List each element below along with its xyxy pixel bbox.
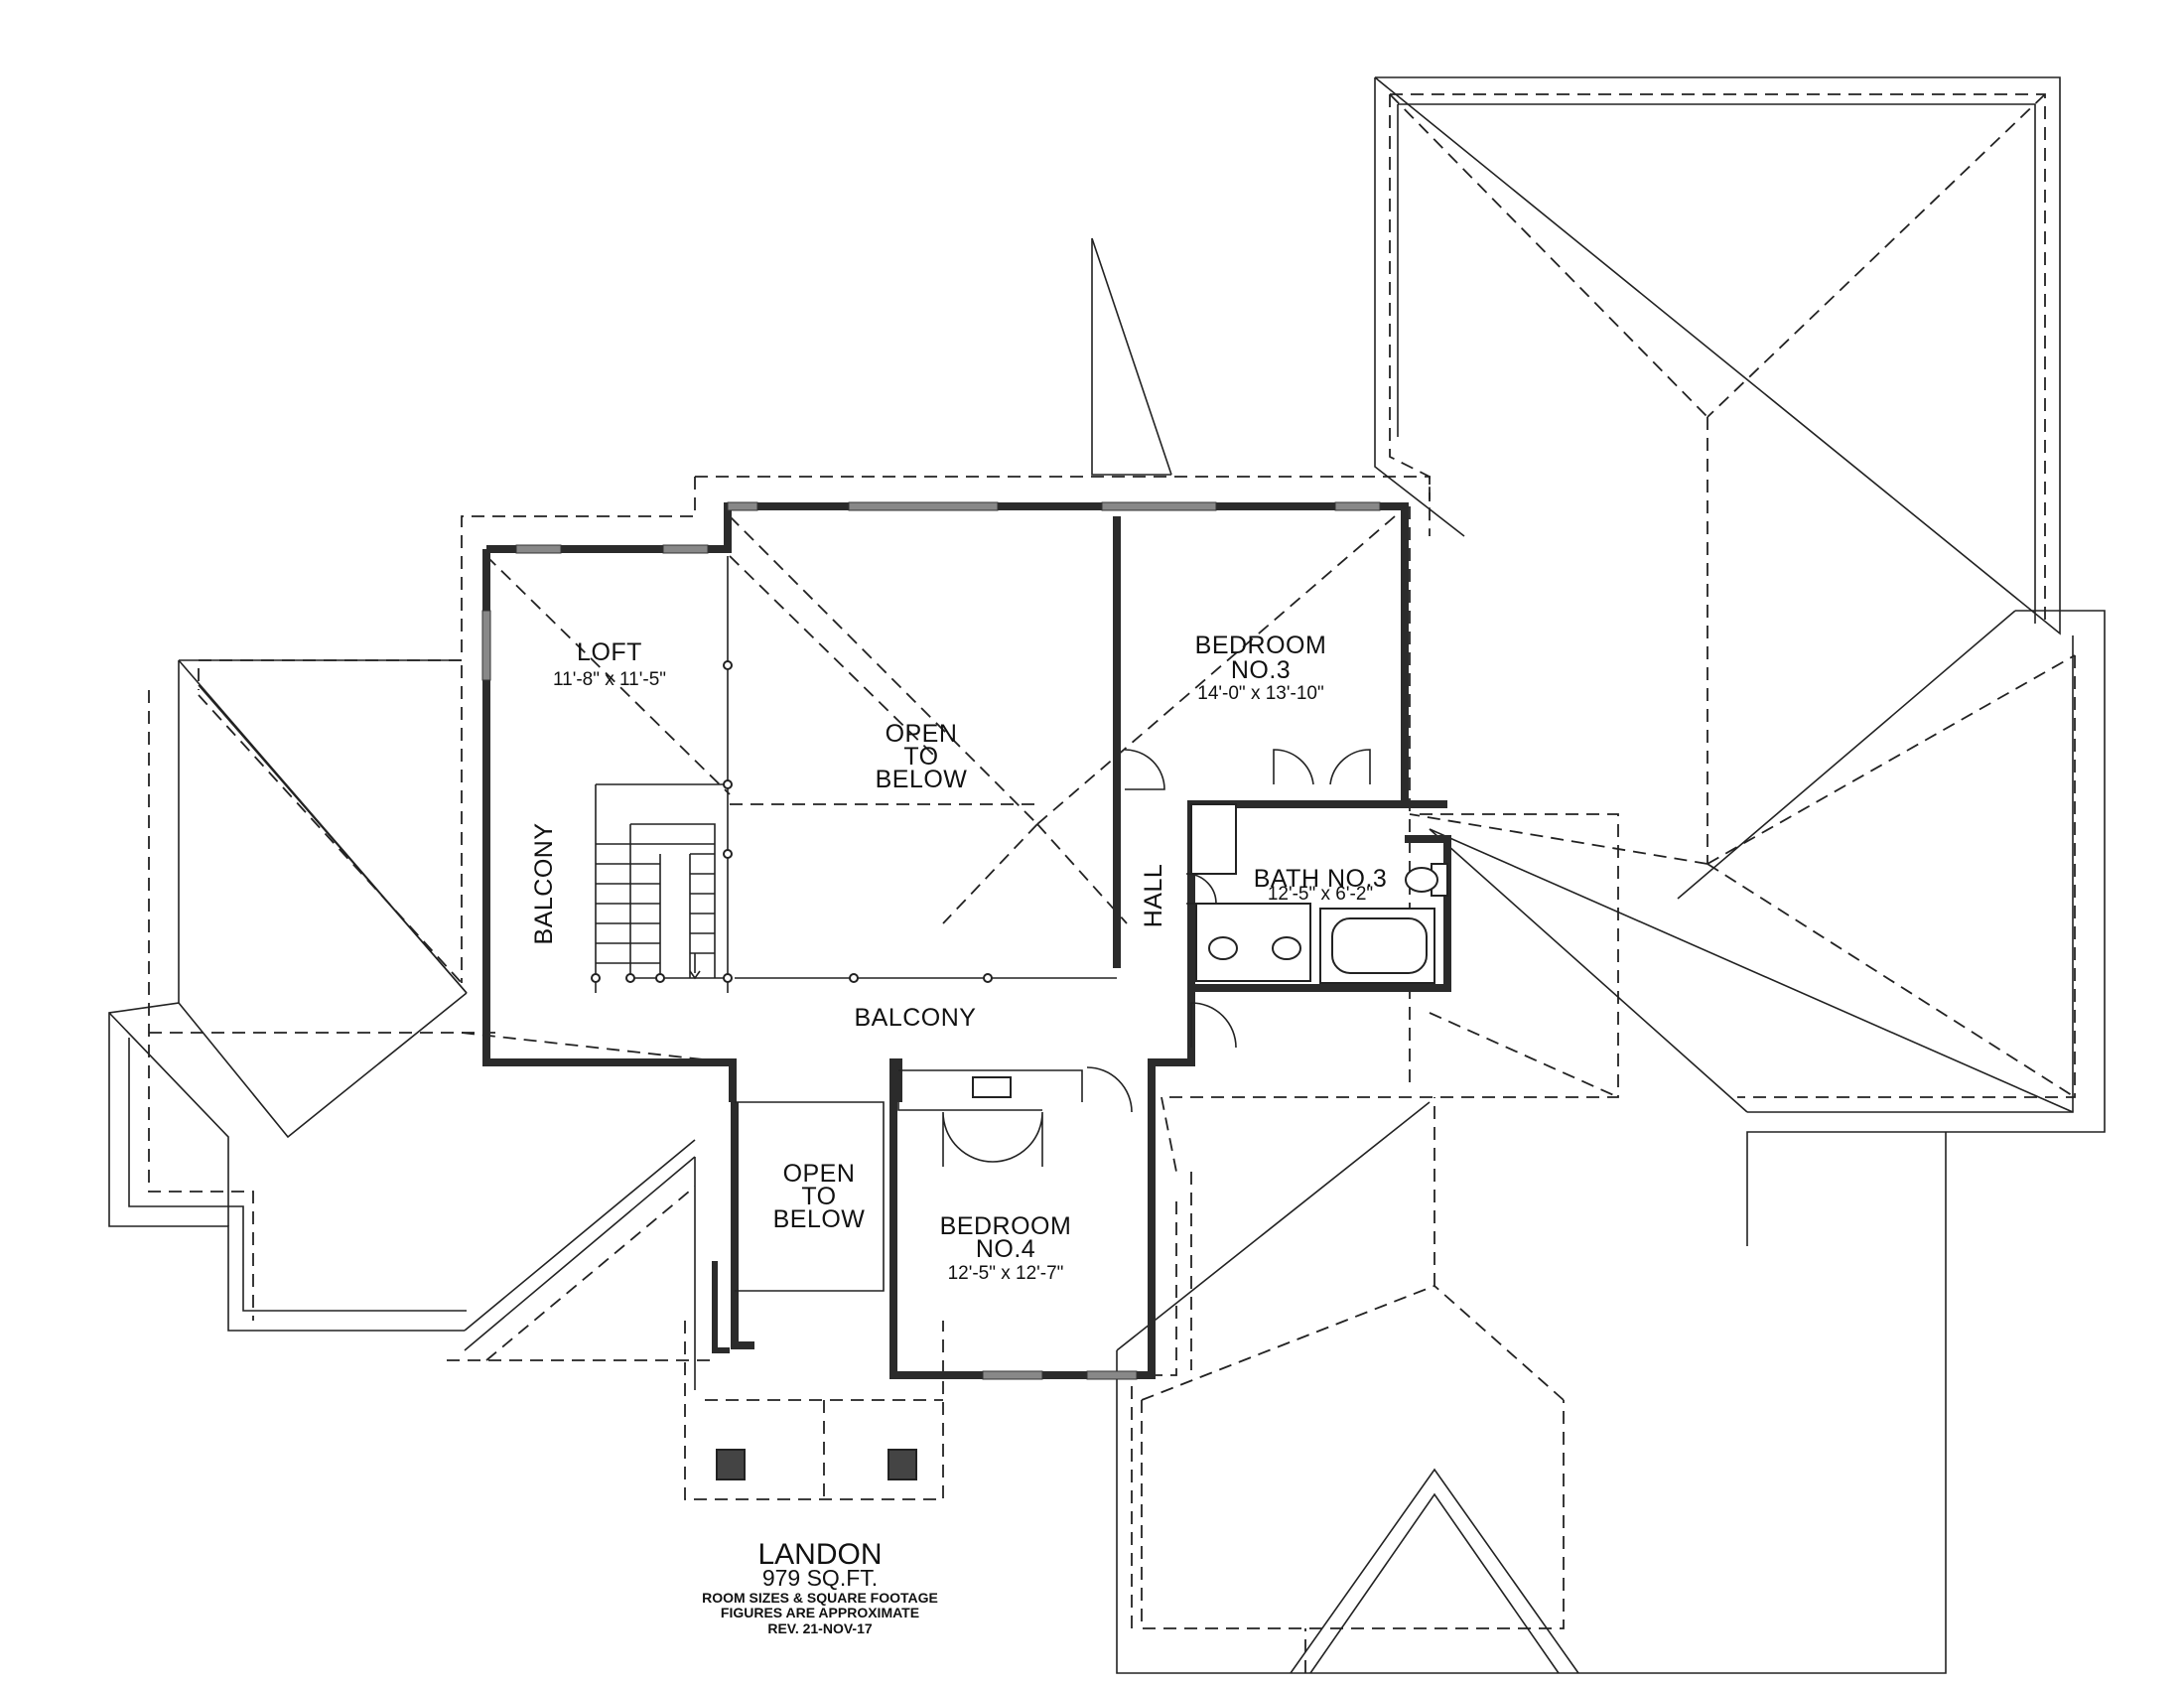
bedroom4-name-line2: NO.4 [976, 1235, 1035, 1263]
open-to-below-main-line3: BELOW [876, 766, 968, 793]
bath3-name: BATH NO.3 [1254, 865, 1388, 893]
note-line2: FIGURES ARE APPROXIMATE [721, 1605, 919, 1620]
title-block: LANDON 979 SQ.FT. ROOM SIZES & SQUARE FO… [702, 1538, 938, 1636]
open-to-below-main-line1: OPEN [886, 720, 958, 748]
open-to-below-small-line2: TO [801, 1183, 836, 1210]
balcony-vertical-label: BALCONY [530, 823, 558, 945]
open-to-below-main-label: OPEN TO BELOW [876, 720, 968, 793]
roof-lines [108, 76, 2106, 1674]
stair [596, 823, 730, 980]
bedroom3-size: 14'-0" x 13'-10" [1197, 683, 1323, 704]
bedroom3-label: BEDROOM NO.3 14'-0" x 13'-10" [1195, 632, 1327, 704]
bath3-label: BATH NO.3 12'-5" x 6'-2" [1254, 865, 1388, 905]
doors [942, 749, 1371, 1167]
bedroom4-size: 12'-5" x 12'-7" [948, 1263, 1064, 1284]
open-to-below-small-line1: OPEN [783, 1160, 856, 1188]
eave-lines [148, 93, 2076, 1673]
plan-area: 979 SQ.FT. [762, 1565, 878, 1591]
bath-fixtures [972, 803, 1448, 1098]
bath3-size: 12'-5" x 6'-2" [1268, 884, 1373, 905]
balcony-horizontal-label: BALCONY [855, 1004, 977, 1032]
bedroom4-label: BEDROOM NO.4 12'-5" x 12'-7" [940, 1212, 1072, 1284]
bedroom3-name-line1: BEDROOM [1195, 632, 1327, 659]
porch-pillars [712, 1261, 917, 1480]
open-to-below-main-line2: TO [903, 743, 938, 771]
bedroom3-name-line2: NO.3 [1231, 656, 1291, 684]
loft-label: LOFT 11'-8" x 11'-5" [553, 638, 666, 690]
note-line1: ROOM SIZES & SQUARE FOOTAGE [702, 1590, 938, 1606]
open-to-below-small-line3: BELOW [773, 1205, 866, 1233]
interior-lines [591, 556, 1117, 1292]
loft-name: LOFT [577, 638, 642, 666]
loft-size: 11'-8" x 11'-5" [553, 669, 666, 690]
windows [481, 501, 1381, 1380]
plan-name: LANDON [757, 1538, 882, 1571]
hall-label: HALL [1140, 864, 1167, 928]
revision-label: REV. 21-NOV-17 [767, 1620, 873, 1636]
open-to-below-small-label: OPEN TO BELOW [773, 1160, 866, 1233]
bedroom4-name-line1: BEDROOM [940, 1212, 1072, 1240]
